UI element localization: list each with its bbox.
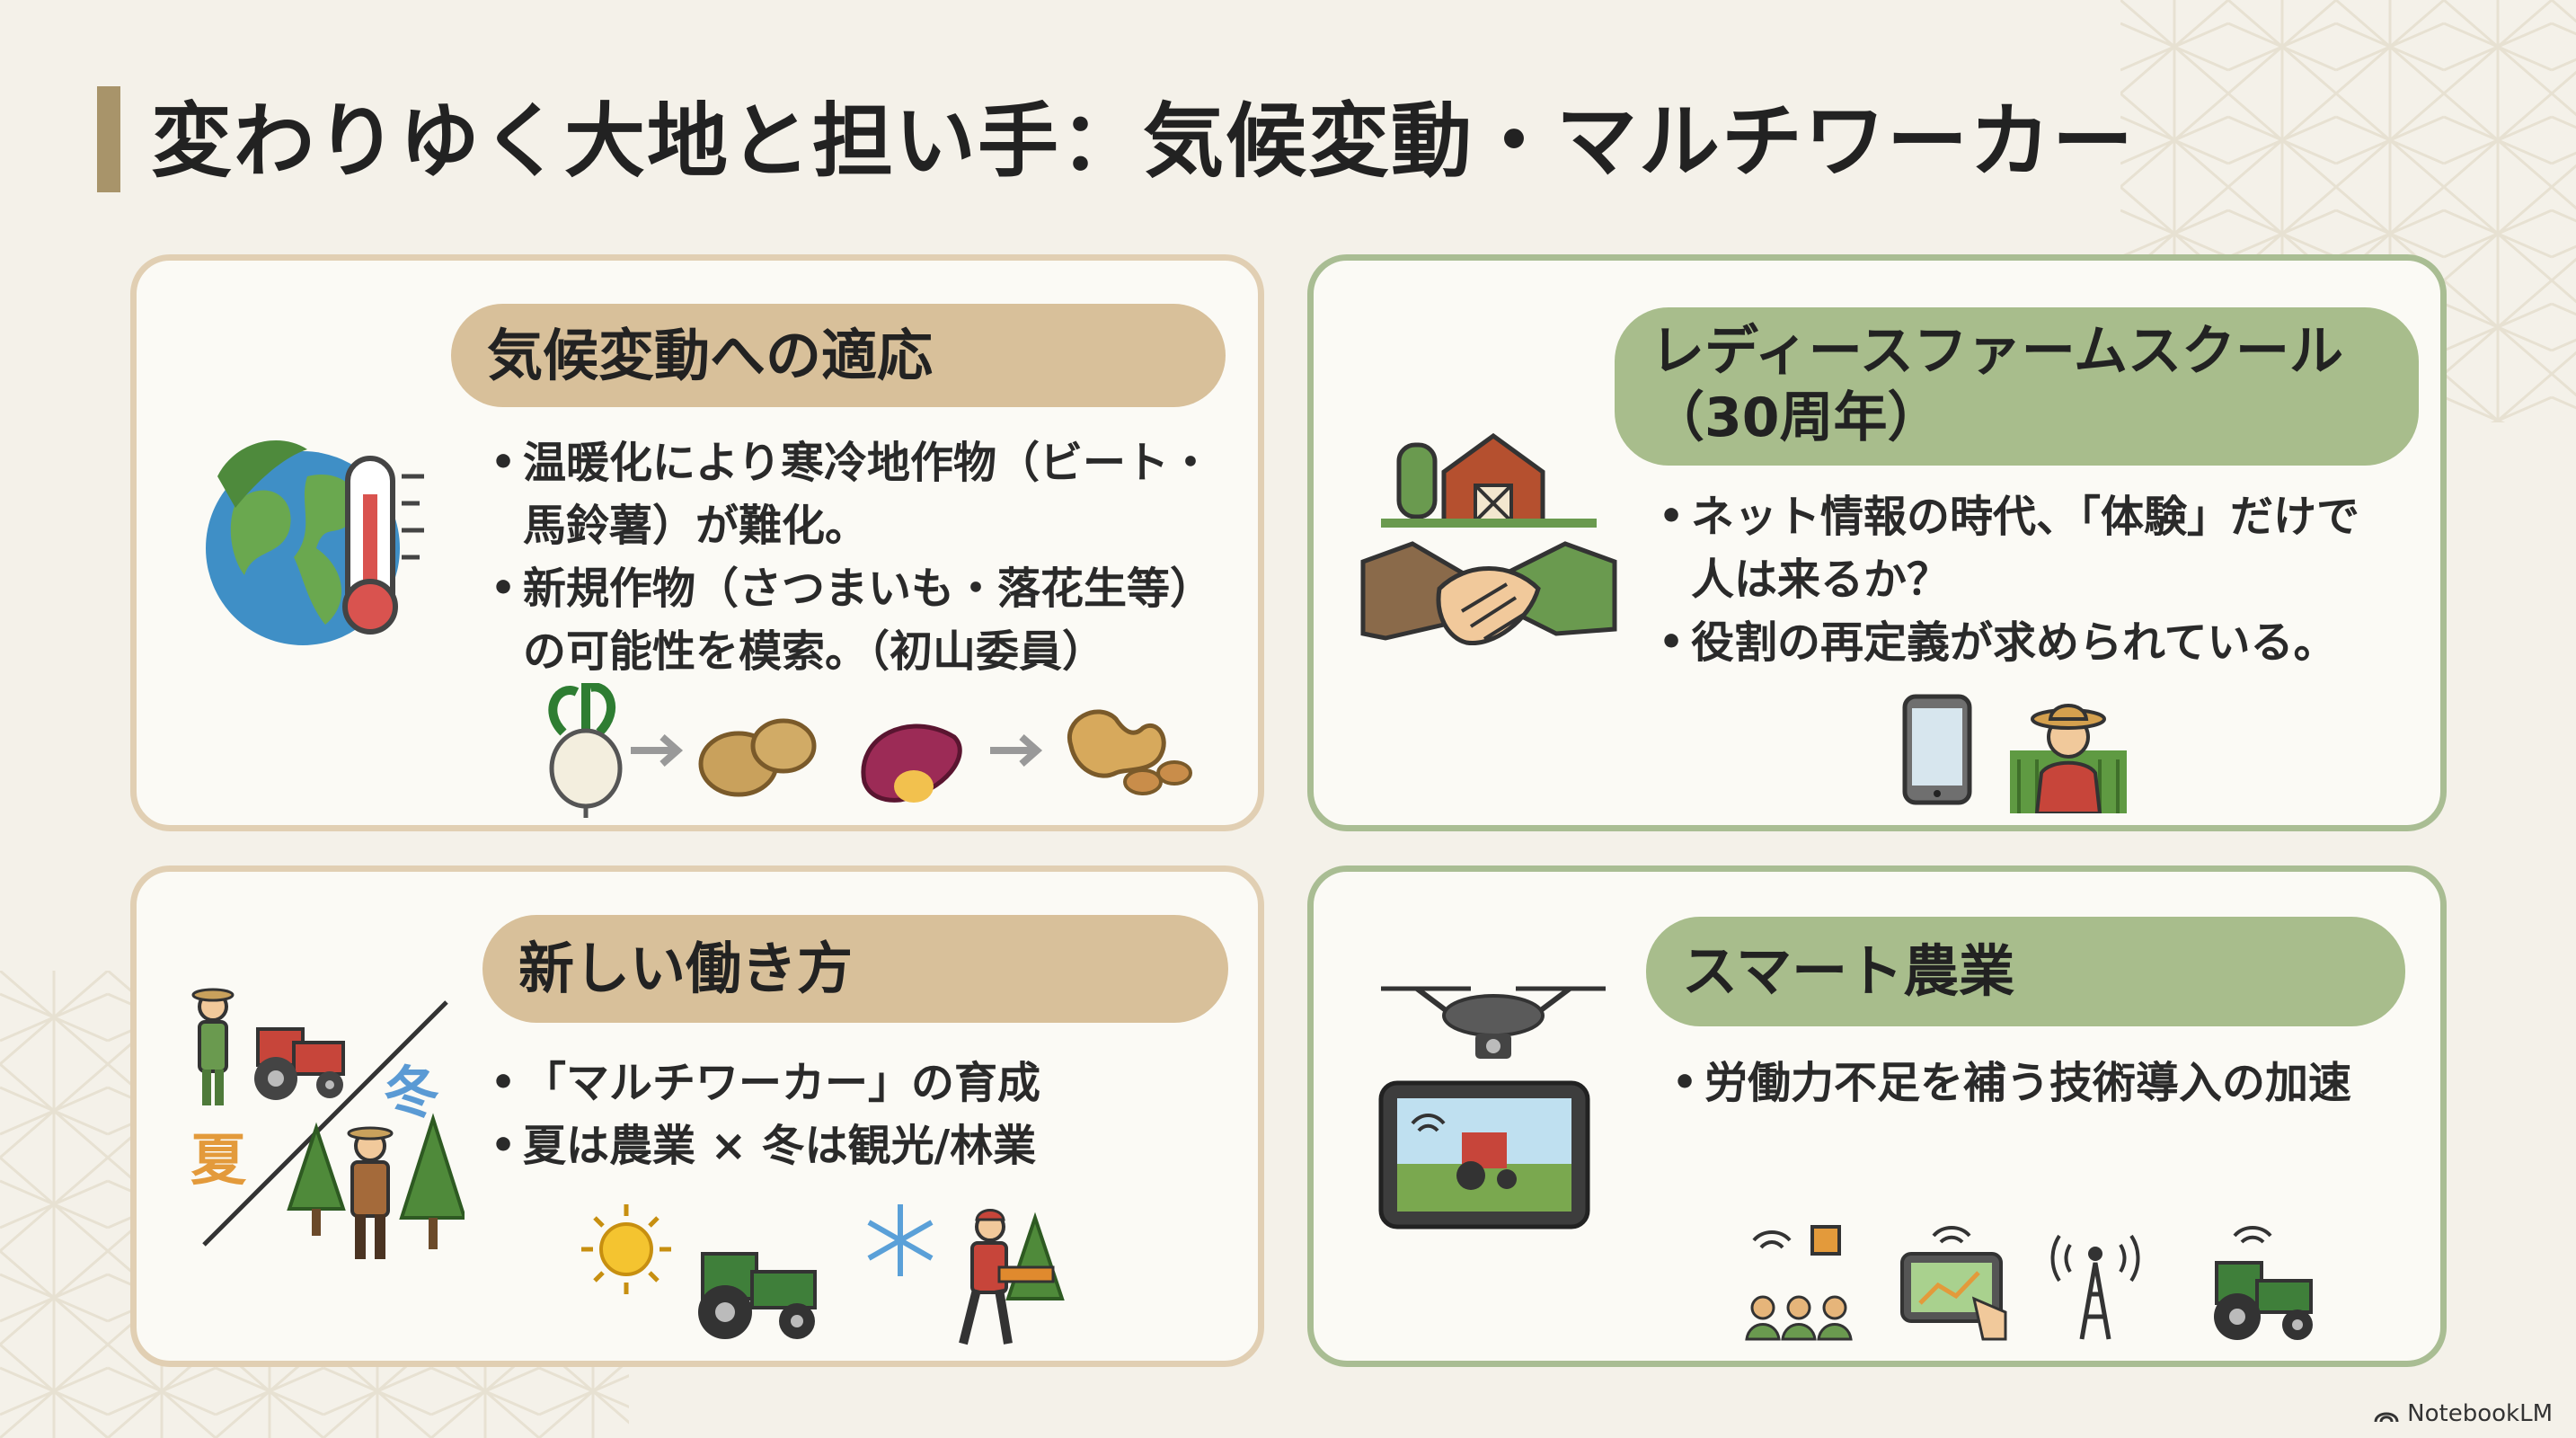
smart-bullets: 労働力不足を補う技術導入の加速 [1669,1052,2414,1114]
signal-tower-icon [2050,1234,2140,1340]
card-school-heading: レディースファームスクール （30周年） [1615,307,2419,466]
notebooklm-brand: NotebookLM [2373,1400,2553,1427]
card-new-work-style: 新しい働き方 夏 冬 「マルチワーカー」の育成 夏は農業 × 冬は観光/林業 [130,865,1264,1367]
peanut-icon [1067,709,1192,795]
barn-handshake-icon [1360,432,1617,646]
sweet-potato-icon [861,723,962,803]
card-work-heading: 新しい働き方 [482,915,1228,1023]
title-accent-bar [97,86,120,192]
smartphone-icon [1902,694,1972,805]
smart-tractor-icon [2214,1226,2313,1340]
notebooklm-logo-icon [2374,1412,2399,1423]
card-smart-heading: スマート農業 [1646,917,2405,1026]
season-summer-label: 夏 [190,1127,247,1193]
season-winter-label: 冬 [384,1060,440,1125]
snowflake-icon [867,1204,934,1276]
card-climate-heading: 気候変動への適応 [451,304,1226,407]
climate-bullet-1: 温暖化により寒冷地作物（ビート・馬鈴薯）が難化。 [487,431,1242,557]
summer-winter-icons [581,1204,1065,1345]
climate-bullets: 温暖化により寒冷地作物（ビート・馬鈴薯）が難化。 新規作物（さつまいも・落花生等… [487,431,1242,683]
card-smart-agriculture: スマート農業 労働力不足を補う技術導入の加速 [1307,865,2447,1367]
farmer-woman-icon [2010,704,2127,813]
season-divider-line [202,1000,448,1247]
page-title: 変わりゆく大地と担い手：気候変動・マルチワーカー [151,94,2135,189]
farmer-tractor-icon [191,988,345,1105]
work-bullet-2: 夏は農業 × 冬は観光/林業 [487,1114,1233,1177]
school-bullet-1: ネット情報の時代、「体験」だけで人は来るか？ [1655,485,2401,611]
sun-icon [581,1204,671,1294]
work-bullets: 「マルチワーカー」の育成 夏は農業 × 冬は観光/林業 [487,1052,1233,1177]
school-heading-line2: （30周年） [1651,386,1942,449]
work-bullet-1: 「マルチワーカー」の育成 [487,1052,1233,1114]
tractor-icon [698,1252,817,1339]
climate-bullet-2: 新規作物（さつまいも・落花生等）の可能性を模索。（初山委員） [487,557,1242,683]
crop-transition-icons [548,683,1192,818]
smart-tech-icons [1745,1225,2313,1341]
brand-label: NotebookLM [2407,1400,2553,1427]
smart-bullet-1: 労働力不足を補う技術導入の加速 [1669,1052,2414,1114]
globe-thermometer-icon [206,440,424,645]
iot-people-icon [1745,1225,1853,1341]
drone-icon [1381,986,1606,1059]
school-heading-line1: レディースファームスクール [1651,320,2343,383]
card-ladies-farm-school: レディースファームスクール （30周年） ネット情報の時代、「体験」だけで人は来… [1307,254,2447,831]
arrow-right-icon [631,734,684,767]
chainsaw-worker-icon [959,1209,1065,1345]
arrow-right-icon [990,734,1043,767]
beet-icon [548,683,623,818]
potato-icon [698,718,817,797]
forester-icon [287,1113,465,1259]
school-bullet-2: 役割の再定義が求められている。 [1655,611,2401,674]
drone-tablet-icon [1378,986,1606,1229]
tablet-touch-icon [1900,1226,2007,1341]
school-bullets: ネット情報の時代、「体験」だけで人は来るか？ 役割の再定義が求められている。 [1655,485,2401,674]
card-climate-adaptation: 気候変動への適応 温暖化により寒冷地作物（ビート・馬鈴薯）が難化。 新規作物（さ… [130,254,1264,831]
